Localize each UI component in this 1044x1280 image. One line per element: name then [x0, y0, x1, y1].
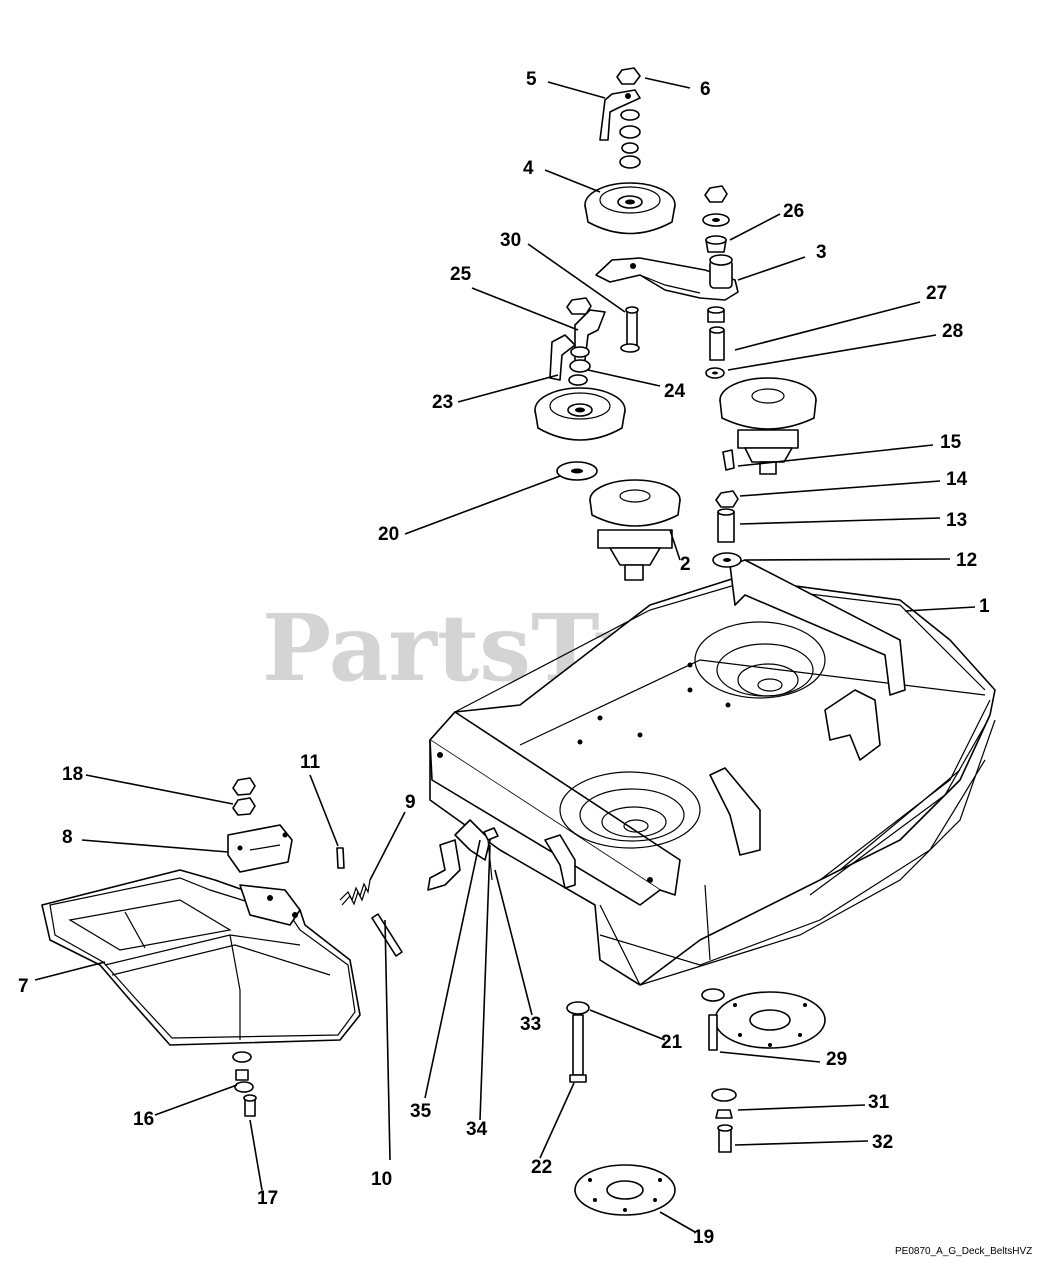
idler-pulley-lower[interactable]	[534, 387, 626, 441]
callout-10[interactable]: 10	[371, 1169, 392, 1190]
callout-28[interactable]: 28	[942, 321, 963, 342]
callout-30[interactable]: 30	[500, 230, 521, 251]
mower-deck[interactable]	[429, 559, 996, 986]
washer-16[interactable]	[232, 1051, 254, 1093]
hinge-bracket[interactable]	[227, 824, 293, 873]
cotter-pin-11[interactable]	[336, 847, 345, 869]
callout-31[interactable]: 31	[868, 1092, 890, 1113]
washers-24[interactable]	[568, 346, 591, 386]
callout-26[interactable]: 26	[783, 201, 804, 222]
callout-19[interactable]: 19	[693, 1227, 714, 1248]
spring-9[interactable]	[339, 879, 371, 906]
callout-1[interactable]: 1	[979, 596, 990, 617]
callout-14[interactable]: 14	[946, 469, 968, 490]
discharge-chute[interactable]	[41, 869, 361, 1046]
washer-21[interactable]	[566, 1001, 590, 1015]
callout-12[interactable]: 12	[956, 550, 977, 571]
callout-16[interactable]: 16	[133, 1109, 154, 1130]
callout-34[interactable]: 34	[466, 1119, 488, 1140]
callout-9[interactable]: 9	[405, 792, 416, 813]
bolt-22[interactable]	[569, 1014, 587, 1083]
spacer-27[interactable]	[707, 306, 725, 361]
bolt-30[interactable]	[620, 306, 640, 353]
washer-12[interactable]	[712, 552, 742, 568]
callout-5[interactable]: 5	[526, 69, 537, 90]
spindle-2[interactable]	[589, 479, 681, 581]
idler-arm-3[interactable]	[595, 254, 739, 301]
callout-25[interactable]: 25	[450, 264, 472, 285]
callout-22[interactable]: 22	[531, 1157, 552, 1178]
washer-20[interactable]	[556, 461, 598, 481]
callout-35[interactable]: 35	[410, 1101, 432, 1122]
washer-stack[interactable]	[619, 109, 641, 169]
pin-23[interactable]	[549, 334, 576, 381]
callout-21[interactable]: 21	[661, 1032, 683, 1053]
callout-15[interactable]: 15	[940, 432, 962, 453]
callout-32[interactable]: 32	[872, 1132, 893, 1153]
nut-14[interactable]	[715, 490, 739, 508]
key-15[interactable]	[722, 449, 735, 471]
spacer-13[interactable]	[717, 508, 735, 543]
blade-adapter-29[interactable]	[701, 988, 826, 1051]
nut-18[interactable]	[232, 777, 256, 816]
callout-29[interactable]: 29	[826, 1049, 847, 1070]
callout-33[interactable]: 33	[520, 1014, 541, 1035]
bolt-32[interactable]	[717, 1124, 733, 1153]
idler-pulley-4[interactable]	[584, 182, 676, 235]
nut-6[interactable]	[616, 67, 641, 85]
callout-3[interactable]: 3	[816, 242, 827, 263]
callout-27[interactable]: 27	[926, 283, 947, 304]
spindle-right[interactable]	[719, 377, 817, 475]
callout-7[interactable]: 7	[18, 976, 29, 997]
callout-4[interactable]: 4	[523, 158, 534, 179]
callout-23[interactable]: 23	[432, 392, 453, 413]
callout-6[interactable]: 6	[700, 79, 711, 100]
callout-13[interactable]: 13	[946, 510, 967, 531]
washer-31[interactable]	[711, 1088, 737, 1119]
bracket-bolt-5[interactable]	[599, 89, 641, 141]
drawing-reference: PE0870_A_G_Deck_BeltsHVZ	[895, 1246, 1032, 1257]
callout-labels: 5 6 4 26 3 30 25 27 28 24 23 15 14 20 13…	[18, 69, 990, 1248]
plate-19[interactable]	[574, 1164, 676, 1216]
washer-28[interactable]	[705, 367, 725, 379]
callout-20[interactable]: 20	[378, 524, 399, 545]
pin-10[interactable]	[371, 913, 403, 957]
callout-24[interactable]: 24	[664, 381, 686, 402]
callout-18[interactable]: 18	[62, 764, 83, 785]
callout-8[interactable]: 8	[62, 827, 73, 848]
callout-2[interactable]: 2	[680, 554, 691, 575]
hardware-26[interactable]	[702, 185, 730, 253]
bolt-17[interactable]	[243, 1094, 257, 1117]
leader-lines	[34, 77, 976, 1233]
callout-17[interactable]: 17	[257, 1188, 278, 1209]
arm-35[interactable]	[427, 839, 461, 891]
callout-11[interactable]: 11	[300, 752, 321, 773]
